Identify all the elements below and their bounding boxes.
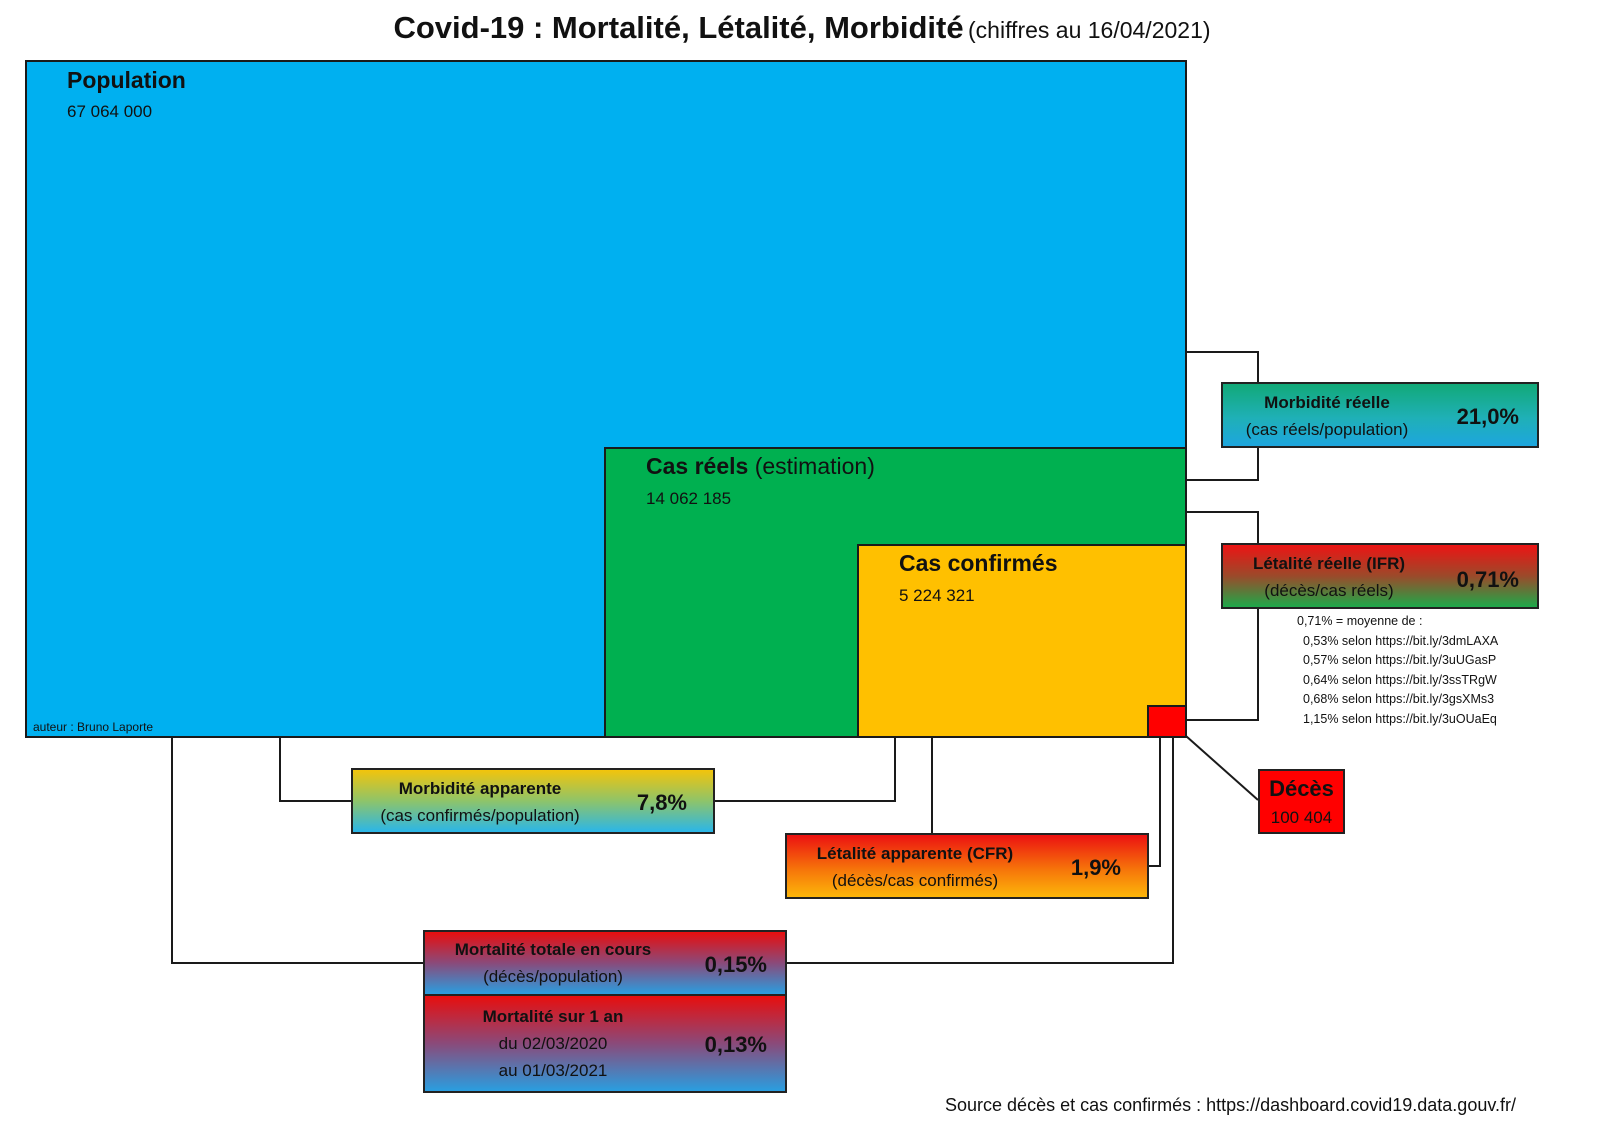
letalite-apparente-value: 1,9% bbox=[1070, 855, 1121, 880]
cas-confirmes-value: 5 224 321 bbox=[899, 586, 975, 605]
morbidite-reelle-sub: (cas réels/population) bbox=[1245, 420, 1409, 439]
population-value: 67 064 000 bbox=[67, 102, 153, 121]
deces-label: Décès bbox=[1269, 776, 1334, 801]
line-casreels-morbidite-reelle bbox=[1186, 447, 1259, 481]
line-population-morbidite-reelle bbox=[1186, 351, 1259, 383]
deces-area bbox=[1147, 705, 1187, 738]
letalite-reelle-value: 0,71% bbox=[1456, 567, 1519, 592]
cas-confirmes-label: Cas confirmés bbox=[899, 550, 1058, 576]
chart-title: Covid-19 : Mortalité, Létalité, Morbidit… bbox=[0, 10, 1604, 46]
line-deces-letalite-reelle bbox=[1186, 608, 1259, 721]
ifr-note-item: 0,57% selon https://bit.ly/3uUGasP bbox=[1303, 653, 1497, 668]
mortalite-1an-value: 0,13% bbox=[704, 1032, 767, 1057]
letalite-reelle-label: Létalité réelle (IFR) bbox=[1252, 554, 1406, 573]
mortalite-1an-label: Mortalité sur 1 an bbox=[482, 1007, 624, 1026]
line-casreels-letalite-reelle bbox=[1186, 511, 1259, 544]
mortalite-1an-period-start: du 02/03/2020 bbox=[498, 1034, 608, 1053]
cas-confirmes-area: Cas confirmés 5 224 321 bbox=[857, 544, 1187, 738]
morbidite-reelle-box: Morbidité réelle (cas réels/population) … bbox=[1221, 382, 1539, 448]
ifr-notes: 0,71% = moyenne de : 0,53% selon https:/… bbox=[1297, 612, 1498, 730]
author-credit: auteur : Bruno Laporte bbox=[33, 720, 154, 734]
mortalite-totale-sub: (décès/population) bbox=[483, 967, 623, 986]
letalite-reelle-box: Létalité réelle (IFR) (décès/cas réels) … bbox=[1221, 543, 1539, 609]
mortalite-1an-box: Mortalité sur 1 an du 02/03/2020 au 01/0… bbox=[423, 994, 787, 1093]
letalite-apparente-sub: (décès/cas confirmés) bbox=[831, 871, 999, 890]
cas-reels-label: Cas réels bbox=[646, 453, 749, 479]
line-population-mortalite bbox=[171, 737, 424, 964]
letalite-reelle-sub: (décès/cas réels) bbox=[1264, 581, 1394, 600]
ifr-notes-header: 0,71% = moyenne de : bbox=[1297, 614, 1423, 628]
morbidite-reelle-value: 21,0% bbox=[1456, 404, 1519, 429]
mortalite-1an-period-end: au 01/03/2021 bbox=[498, 1061, 608, 1080]
morbidite-apparente-sub: (cas confirmés/population) bbox=[380, 806, 580, 825]
deces-value: 100 404 bbox=[1270, 808, 1333, 827]
deces-box: Décès 100 404 bbox=[1258, 769, 1345, 834]
line-casconfirmes-morbidite-apparente bbox=[714, 737, 896, 802]
morbidite-apparente-value: 7,8% bbox=[636, 790, 687, 815]
mortalite-totale-box: Mortalité totale en cours (décès/populat… bbox=[423, 930, 787, 996]
letalite-apparente-label: Létalité apparente (CFR) bbox=[816, 844, 1014, 863]
ifr-note-item: 0,68% selon https://bit.ly/3gsXMs3 bbox=[1303, 692, 1495, 707]
ifr-note-item: 0,64% selon https://bit.ly/3ssTRgW bbox=[1303, 672, 1497, 687]
ifr-note-item: 0,53% selon https://bit.ly/3dmLAXA bbox=[1303, 633, 1499, 648]
morbidite-apparente-label: Morbidité apparente bbox=[398, 779, 562, 798]
cas-reels-title: Cas réels (estimation) bbox=[646, 453, 875, 480]
line-deces-box bbox=[1185, 735, 1259, 801]
line-population-morbidite-apparente bbox=[279, 737, 352, 802]
letalite-apparente-box: Létalité apparente (CFR) (décès/cas conf… bbox=[785, 833, 1149, 899]
title-main: Covid-19 : Mortalité, Létalité, Morbidit… bbox=[393, 10, 964, 45]
morbidite-apparente-box: Morbidité apparente (cas confirmés/popul… bbox=[351, 768, 715, 834]
cas-reels-value: 14 062 185 bbox=[646, 489, 732, 508]
population-label: Population bbox=[67, 67, 186, 93]
line-deces-letalite-apparente bbox=[1148, 737, 1161, 867]
morbidite-reelle-label: Morbidité réelle bbox=[1264, 393, 1390, 412]
mortalite-totale-label: Mortalité totale en cours bbox=[454, 940, 652, 959]
cas-reels-note: (estimation) bbox=[754, 453, 875, 479]
line-deces-mortalite bbox=[786, 737, 1174, 964]
source-note: Source décès et cas confirmés : https://… bbox=[945, 1095, 1516, 1115]
mortalite-totale-value: 0,15% bbox=[704, 952, 767, 977]
title-date: (chiffres au 16/04/2021) bbox=[968, 17, 1211, 43]
ifr-note-item: 1,15% selon https://bit.ly/3uOUaEq bbox=[1303, 711, 1497, 726]
